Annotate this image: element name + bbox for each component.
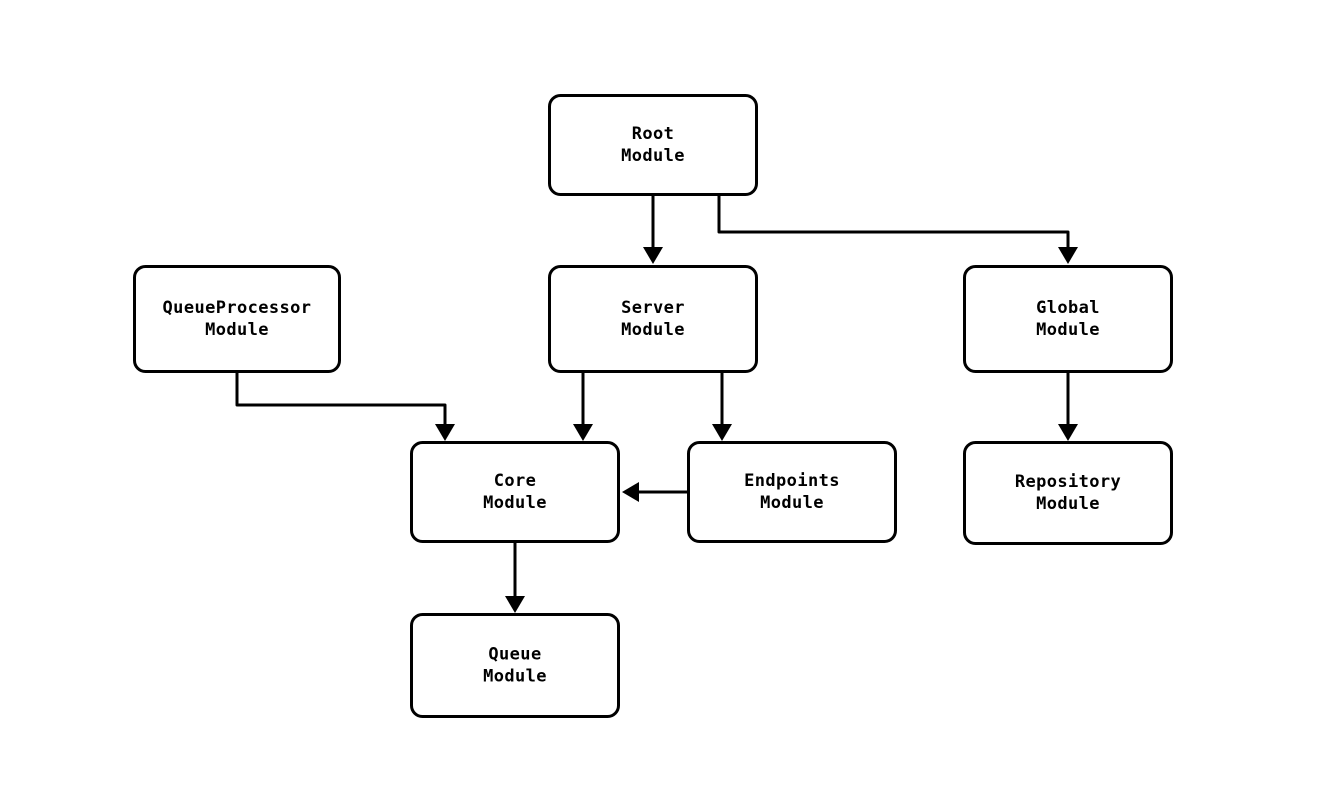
node-label-line2: Module [483, 493, 547, 513]
node-label-line1: Endpoints [744, 471, 840, 491]
edges-layer [235, 196, 1078, 613]
node-label-line1: Server [621, 298, 685, 318]
arrowhead-icon [1058, 424, 1078, 441]
edge-core-to-queue [505, 543, 525, 613]
arrowhead-icon [435, 424, 455, 441]
edge-server-to-core [573, 373, 593, 441]
arrowhead-icon [643, 247, 663, 264]
node-label-line1: Global [1036, 298, 1100, 318]
edge-root-to-global [717, 196, 1078, 264]
arrowhead-icon [505, 596, 525, 613]
node-label-line2: Module [1036, 494, 1100, 514]
node-label-line2: Module [483, 667, 547, 687]
node-label-line1: Root [632, 124, 675, 144]
node-label-line2: Module [621, 320, 685, 340]
node-box[interactable] [133, 265, 341, 373]
node-box[interactable] [963, 265, 1173, 373]
arrowhead-icon [622, 482, 639, 502]
edge-global-to-repository [1058, 373, 1078, 441]
node-box[interactable] [548, 265, 758, 373]
edge-server-to-endpoints [712, 373, 732, 441]
arrowhead-icon [573, 424, 593, 441]
node-box[interactable] [687, 441, 897, 543]
node-label-line2: Module [621, 146, 685, 166]
node-box[interactable] [410, 613, 620, 718]
node-box[interactable] [410, 441, 620, 543]
node-label-line2: Module [760, 493, 824, 513]
node-box[interactable] [963, 441, 1173, 545]
arrowhead-icon [712, 424, 732, 441]
node-label-line2: Module [1036, 320, 1100, 340]
node-label-line1: Core [494, 471, 537, 491]
edge-queueprocessor-to-core [235, 373, 455, 441]
edge-endpoints-to-core [622, 482, 687, 502]
node-label-line1: Queue [488, 645, 541, 665]
node-label-line1: Repository [1015, 472, 1121, 492]
edge-root-to-server [643, 196, 663, 264]
node-label-line1: QueueProcessor [163, 298, 312, 318]
node-label-line2: Module [205, 320, 269, 340]
edge-line [235, 373, 447, 429]
arrowhead-icon [1058, 247, 1078, 264]
nodes-layer: RootModuleQueueProcessorModuleServerModu… [133, 94, 1173, 718]
edge-line [717, 196, 1070, 252]
node-box[interactable] [548, 94, 758, 196]
